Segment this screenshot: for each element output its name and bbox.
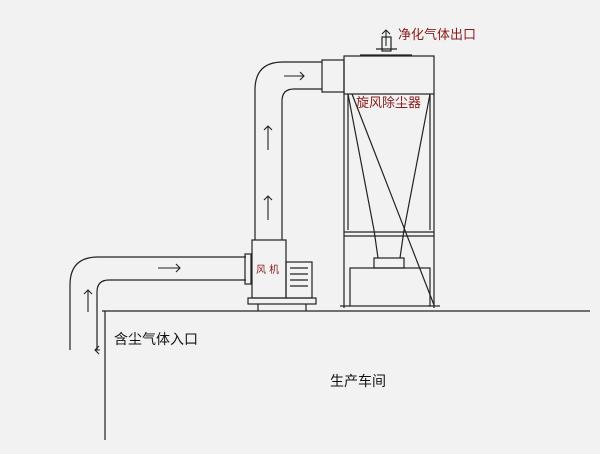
fan-label: 风 机 <box>256 265 280 276</box>
flow-arrow-up-outlet <box>381 29 391 46</box>
riser-duct-outer <box>254 61 322 240</box>
fan-base <box>247 297 317 305</box>
flow-arrow-left-entry <box>94 345 100 355</box>
clean-gas-outlet-label: 净化气体出口 <box>398 28 477 43</box>
cone-outlet <box>373 229 405 259</box>
cyclone-inlet-connector <box>321 59 345 93</box>
flow-arrow-up-riser-high <box>263 125 273 150</box>
dusty-gas-inlet-label: 含尘气体入口 <box>114 332 198 348</box>
inlet-duct-inner <box>96 279 246 350</box>
cyclone-separator-label: 旋风除尘器 <box>356 96 422 111</box>
workshop-label: 生产车间 <box>330 374 386 390</box>
frame-diagonal <box>351 93 435 306</box>
inlet-duct-outer <box>69 256 246 350</box>
dust-valve <box>373 257 405 269</box>
cyclone-cone <box>347 93 431 231</box>
cyclone-cylinder <box>343 55 435 95</box>
flow-arrow-up-riser-low <box>263 195 273 220</box>
support-legs-upper <box>347 94 431 230</box>
riser-duct-inner <box>281 88 322 240</box>
flow-arrow-right-inlet <box>158 263 181 273</box>
dust-hopper-box <box>349 267 431 307</box>
flow-arrow-right-top <box>284 71 305 81</box>
fan-inlet-flange <box>244 253 252 285</box>
flow-arrow-up-inlet <box>83 289 93 312</box>
